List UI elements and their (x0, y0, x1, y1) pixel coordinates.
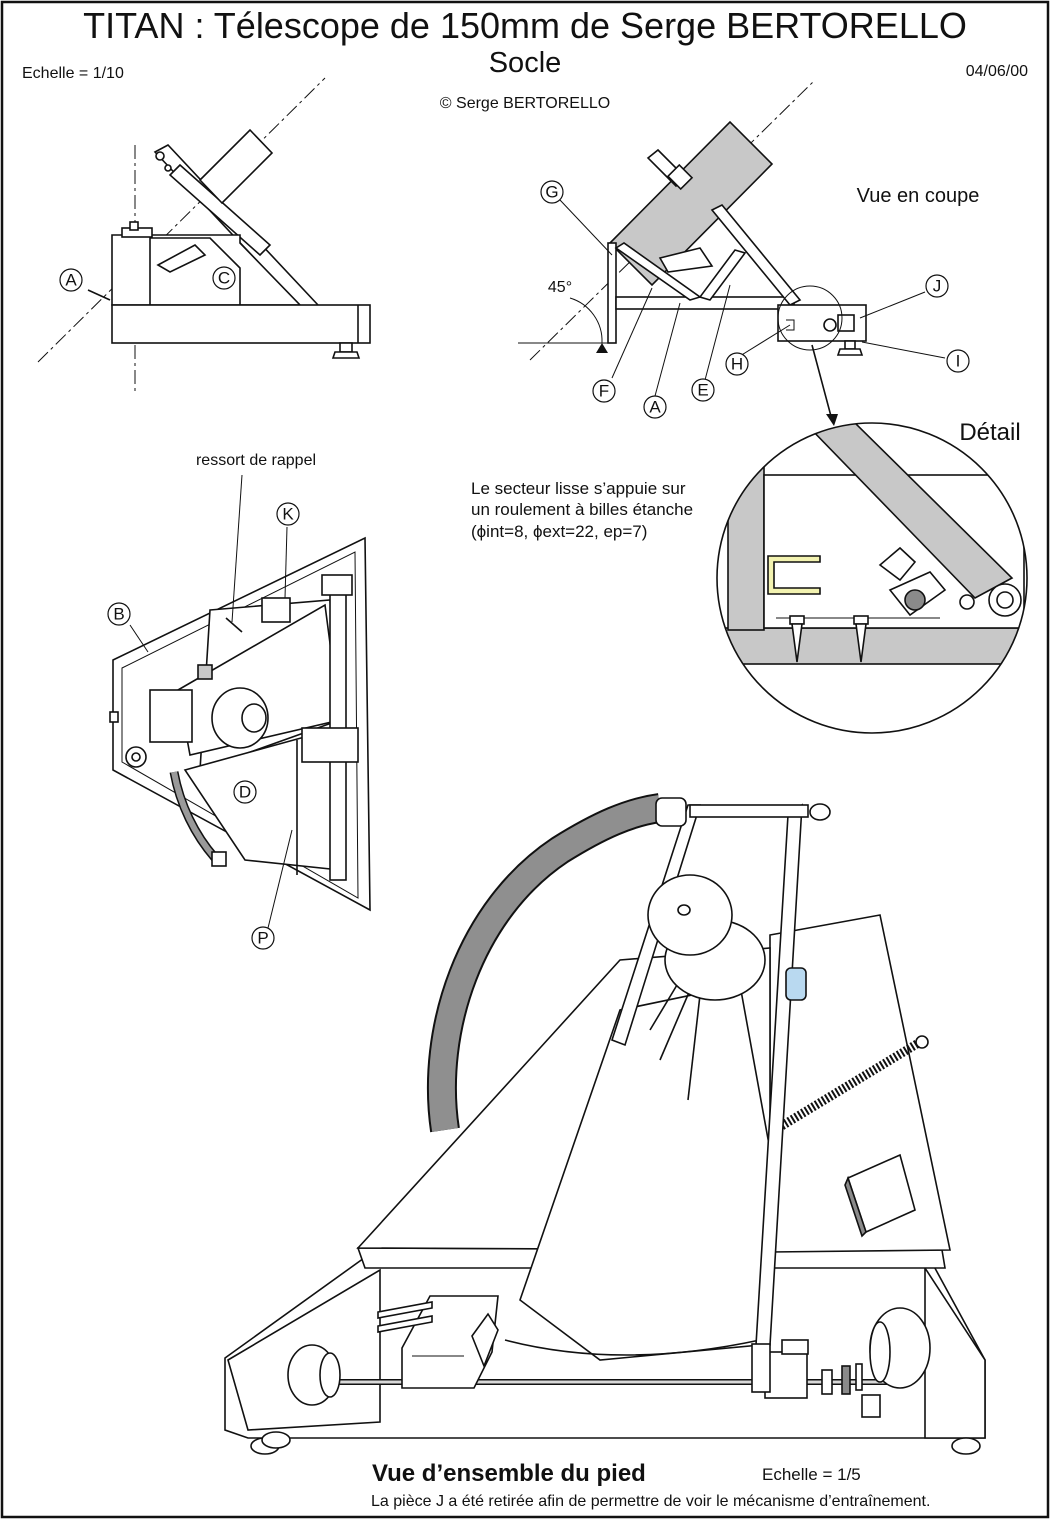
detail-view (716, 422, 1028, 734)
svg-text:F: F (599, 382, 609, 401)
svg-text:K: K (282, 505, 294, 524)
scale-bottom: Echelle = 1/5 (762, 1465, 861, 1484)
spring-label: ressort de rappel (196, 452, 316, 469)
label-side-a: A (59, 268, 83, 292)
scale-top: Echelle = 1/10 (22, 65, 124, 82)
svg-text:I: I (956, 352, 961, 371)
label-side-c: C (212, 266, 236, 290)
svg-text:P: P (257, 929, 268, 948)
svg-text:J: J (933, 277, 942, 296)
label-sec-j: J (925, 274, 949, 298)
drawing-date: 04/06/00 (966, 63, 1028, 80)
copyright: © Serge BERTORELLO (440, 95, 610, 112)
drawing-title: TITAN : Télescope de 150mm de Serge BERT… (83, 5, 967, 46)
label-sec-g: G (540, 180, 564, 204)
label-top-d: D (233, 780, 257, 804)
label-sec-f: F (592, 379, 616, 403)
label-top-k: K (276, 502, 300, 526)
svg-text:E: E (697, 381, 708, 400)
label-sec-h: H (725, 352, 749, 376)
svg-text:A: A (649, 398, 661, 417)
detail-note-line3: (ϕint=8, ϕext=22, ep=7) (471, 522, 647, 541)
top-view (109, 474, 371, 929)
label-top-p: P (251, 926, 275, 950)
overview-title: Vue d’ensemble du pied (372, 1460, 646, 1487)
detail-note-line2: un roulement à billes étanche (471, 500, 693, 519)
detail-note-line1: Le secteur lisse s’appuie sur (471, 479, 686, 498)
svg-text:B: B (113, 605, 124, 624)
svg-text:G: G (545, 183, 558, 202)
svg-text:C: C (218, 269, 230, 288)
angle-label: 45° (548, 279, 572, 296)
svg-text:H: H (731, 355, 743, 374)
overview-view (224, 793, 986, 1455)
overview-note: La pièce J a été retirée afin de permett… (371, 1493, 930, 1510)
section-view (518, 79, 946, 426)
svg-text:A: A (65, 271, 77, 290)
label-sec-i: I (946, 349, 970, 373)
detail-label: Détail (959, 419, 1020, 446)
drawing-subtitle: Socle (489, 47, 562, 79)
section-view-label: Vue en coupe (857, 185, 980, 207)
label-sec-a: A (643, 395, 667, 419)
svg-text:D: D (239, 783, 251, 802)
label-top-b: B (107, 602, 131, 626)
label-sec-e: E (691, 378, 715, 402)
side-elevation-view (37, 77, 371, 395)
